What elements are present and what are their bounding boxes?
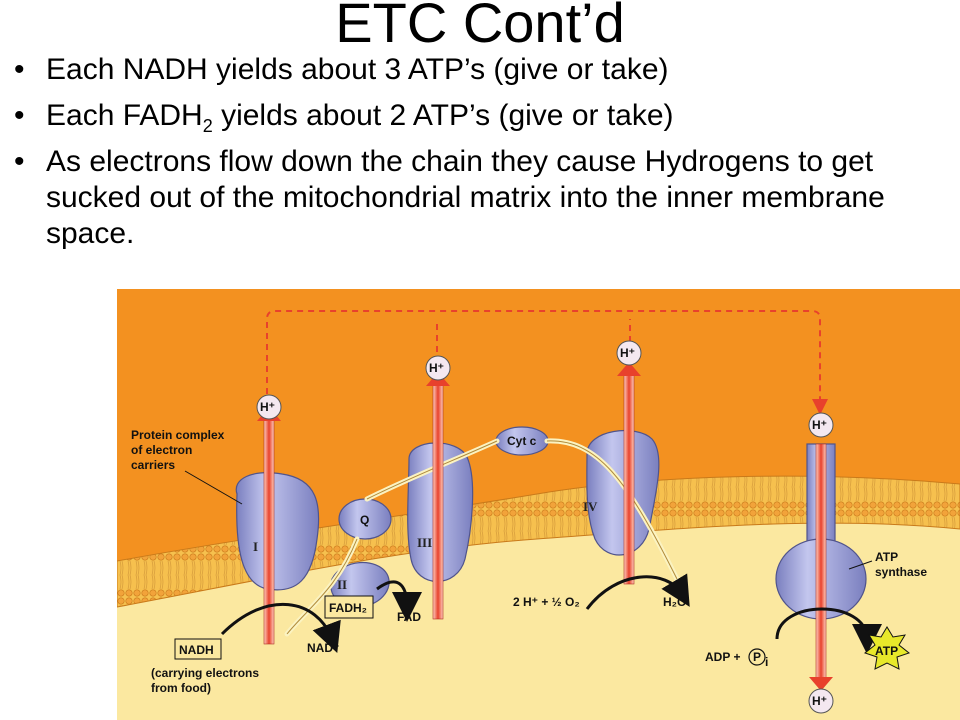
fadh2-reaction-arrow xyxy=(376,580,422,622)
fadh2-box xyxy=(324,595,374,619)
pi-circle-icon xyxy=(748,648,766,666)
nad-plus-label: NAD⁺ xyxy=(307,641,339,655)
slide-title: ETC Cont’d xyxy=(335,0,625,54)
atp-star-icon xyxy=(863,626,911,670)
protein-complex-pointer xyxy=(184,470,243,505)
q-label: Q xyxy=(360,513,369,527)
atp-label: ATP xyxy=(875,644,898,658)
complex-iii-label: III xyxy=(417,535,432,550)
bullet-dot-icon: • xyxy=(14,53,25,86)
protein-complex-label: Protein complex xyxy=(131,428,225,442)
bullet-item: • As electrons flow down the chain they … xyxy=(10,144,890,252)
pi-label: P xyxy=(753,650,761,664)
water-label: H₂O xyxy=(663,595,686,609)
bullet-item: • Each NADH yields about 3 ATP’s (give o… xyxy=(10,52,890,88)
fad-label: FAD xyxy=(397,610,421,624)
atp-synthase-pointer xyxy=(848,560,873,570)
complex-i-shape xyxy=(235,472,320,591)
bullet-list: • Each NADH yields about 3 ATP’s (give o… xyxy=(10,52,890,262)
oxygen-equation-label: 2 H⁺ + ½ O₂ xyxy=(513,595,580,609)
adp-label: ADP + xyxy=(705,650,740,664)
atp-reaction-arrow xyxy=(775,607,882,654)
complex-iv-label: IV xyxy=(583,499,598,514)
fadh2-label: FADH₂ xyxy=(329,601,367,615)
protein-complex-label: carriers xyxy=(131,458,175,472)
bullet-text-cont: yields about 2 ATP’s (give or take) xyxy=(212,99,674,132)
nadh-box xyxy=(174,638,222,660)
pi-subscript-label: i xyxy=(765,655,768,669)
proton-pump-arrows xyxy=(257,362,833,691)
bullet-text: Each NADH yields about 3 ATP’s (give or … xyxy=(46,53,669,86)
electron-flow-arrow-outline xyxy=(286,440,678,635)
bullet-text: Each FADH xyxy=(46,99,203,132)
bullet-dot-icon: • xyxy=(14,99,25,132)
nadh-label: NADH xyxy=(179,643,214,657)
carrying-electrons-label: from food) xyxy=(151,681,211,695)
bullet-subscript: 2 xyxy=(202,116,213,136)
complex-i-label: I xyxy=(253,539,258,554)
oxygen-reaction-arrow xyxy=(585,573,690,610)
h-plus-label: H⁺ xyxy=(260,400,275,414)
h-plus-badges xyxy=(256,340,834,714)
h-plus-label: H⁺ xyxy=(620,346,635,360)
h-plus-label: H⁺ xyxy=(812,694,827,708)
atp-synthase-label: ATP xyxy=(875,550,898,564)
h-plus-label: H⁺ xyxy=(429,361,444,375)
bullet-text: As electrons flow down the chain they ca… xyxy=(46,145,885,250)
protein-complex-label: of electron xyxy=(131,443,192,457)
carrying-electrons-label: (carrying electrons xyxy=(151,666,259,680)
proton-flow-dashed-path xyxy=(266,310,828,415)
atp-synthase-label: synthase xyxy=(875,565,927,579)
h-plus-label: H⁺ xyxy=(812,418,827,432)
etc-diagram: H⁺ H⁺ H⁺ H⁺ H⁺ Protein complex of electr… xyxy=(117,289,960,720)
bullet-item: • Each FADH2 yields about 2 ATP’s (give … xyxy=(10,98,890,136)
bullet-dot-icon: • xyxy=(14,145,25,178)
cyt-c-label: Cyt c xyxy=(507,434,537,448)
nadh-reaction-arrow xyxy=(220,602,341,654)
complex-ii-label: II xyxy=(337,577,347,592)
